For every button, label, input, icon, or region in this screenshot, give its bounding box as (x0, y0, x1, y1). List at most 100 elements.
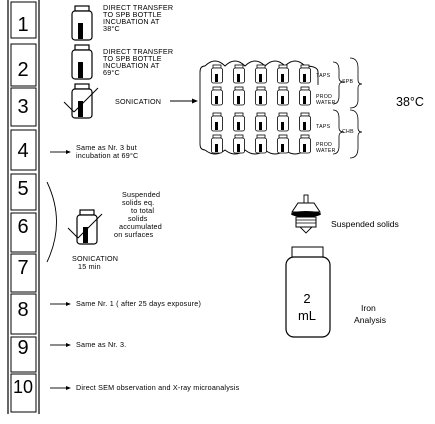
step-number: 6 (17, 216, 28, 238)
incubation-bottle-icon (233, 64, 245, 84)
step-number: 10 (13, 377, 33, 397)
incubation-bottle-grid (199, 60, 319, 155)
temperature-label: 38°C (396, 95, 424, 109)
step-box (10, 1, 37, 39)
svg-text:TO SPB BOTTLE: TO SPB BOTTLE (103, 10, 162, 19)
svg-text:69°C: 69°C (103, 68, 120, 77)
step-number: 8 (17, 299, 28, 321)
incubation-bottle-icon (233, 134, 245, 154)
step-4-arrow-icon (50, 150, 71, 154)
sonication-label: SONICATION (115, 97, 161, 106)
svg-text:INCUBATION AT: INCUBATION AT (103, 61, 160, 70)
step-number: 9 (17, 337, 28, 359)
svg-text:Iron: Iron (361, 303, 376, 313)
step-number: 3 (17, 96, 28, 118)
step-number: 7 (17, 257, 28, 279)
step-box (10, 253, 37, 293)
svg-text:solids: solids (128, 214, 148, 223)
svg-text:DIRECT TRANSFER: DIRECT TRANSFER (103, 47, 173, 56)
step-box (10, 129, 37, 171)
svg-text:accumulated: accumulated (119, 222, 162, 231)
step-box (10, 373, 37, 413)
step-8-note: Same Nr. 1 ( after 25 days exposure) (76, 299, 201, 308)
incubation-bottle-icon (277, 134, 289, 154)
step-box (10, 293, 37, 335)
svg-text:TAPS: TAPS (316, 124, 331, 130)
step-9-note: Same as Nr. 3. (76, 340, 126, 349)
sonication-15-label: SONICATION 15 min (72, 254, 118, 271)
svg-text:WATER: WATER (316, 100, 336, 106)
suspended-solids-note: Suspended solids eq. to total solids acc… (114, 190, 162, 239)
incubation-bottle-icon (233, 112, 245, 132)
grid-braces (332, 57, 363, 159)
svg-text:INCUBATION AT: INCUBATION AT (103, 17, 160, 26)
sample-bottle-icon (285, 246, 331, 338)
spb-bottle-icon (71, 44, 93, 80)
svg-text:38°C: 38°C (103, 24, 120, 33)
step-column (7, 0, 40, 414)
step-1-note: DIRECT TRANSFER TO SPB BOTTLE INCUBATION… (103, 3, 173, 33)
svg-text:Analysis: Analysis (354, 315, 386, 325)
group-bracket (46, 181, 57, 263)
svg-text:15 min: 15 min (78, 262, 101, 271)
step-8-arrow-icon (50, 302, 71, 306)
step-9-arrow-icon (50, 343, 71, 347)
svg-text:Suspended: Suspended (122, 190, 160, 199)
svg-text:incubation at 69°C: incubation at 69°C (76, 151, 138, 160)
step-box (10, 87, 37, 127)
svg-text:mL: mL (298, 308, 316, 323)
incubation-bottle-icon (255, 64, 267, 84)
spb-bottle-icon (71, 5, 93, 41)
incubation-bottle-icon (277, 112, 289, 132)
svg-text:solids eq.: solids eq. (122, 198, 154, 207)
svg-text:PROD: PROD (316, 142, 332, 148)
svg-text:TAPS: TAPS (316, 73, 331, 79)
sonication-15-bottle-icon (67, 209, 103, 245)
incubation-bottle-icon (255, 134, 267, 154)
svg-text:CHB: CHB (342, 129, 354, 135)
bottle-volume-label: 2 mL (298, 291, 316, 323)
svg-text:PROD: PROD (316, 94, 332, 100)
svg-text:WATER: WATER (316, 148, 336, 154)
step-box (10, 212, 37, 253)
step-box (10, 43, 37, 87)
step-numbers: 1 2 3 4 5 6 7 8 9 10 (13, 14, 33, 397)
svg-text:SONICATION: SONICATION (72, 254, 118, 263)
svg-text:to total: to total (131, 206, 154, 215)
svg-text:2: 2 (303, 291, 310, 306)
incubation-bottle-icon (233, 86, 245, 106)
incubation-bottle-icon (277, 64, 289, 84)
step-10-note: Direct SEM observation and X-ray microan… (76, 383, 240, 392)
incubation-bottle-icon (255, 86, 267, 106)
step-number: 4 (17, 140, 28, 162)
step-number: 2 (17, 59, 28, 81)
step-number: 1 (17, 14, 28, 36)
incubation-bottle-icon (299, 86, 311, 106)
incubation-bottle-icon (255, 112, 267, 132)
incubation-bottle-icon (299, 134, 311, 154)
incubation-bottle-icon (211, 64, 223, 84)
step-box (10, 173, 37, 211)
incubation-bottle-icon (299, 112, 311, 132)
incubation-bottle-icon (299, 64, 311, 84)
sonication-bottle-icon (63, 83, 99, 119)
step-4-note: Same as Nr. 3 but incubation at 69°C (76, 143, 138, 160)
svg-text:on surfaces: on surfaces (114, 230, 154, 239)
arrow-to-grid-icon (170, 98, 198, 104)
step-10-arrow-icon (50, 386, 71, 390)
step-2-note: DIRECT TRANSFER TO SPB BOTTLE INCUBATION… (103, 47, 173, 77)
step-box (10, 336, 37, 373)
svg-text:TO SPB BOTTLE: TO SPB BOTTLE (103, 54, 162, 63)
incubation-bottle-icon (277, 86, 289, 106)
iron-analysis-label: Iron Analysis (354, 303, 386, 325)
incubation-bottle-icon (211, 112, 223, 132)
suspended-solids-label: Suspended solids (331, 219, 399, 229)
incubation-bottle-icon (211, 86, 223, 106)
step-number: 5 (17, 178, 28, 200)
svg-text:SPB: SPB (342, 79, 354, 85)
incubation-bottle-icon (211, 134, 223, 154)
grid-labels: TAPS PROD WATER SPB TAPS PROD WATER CHB (316, 73, 354, 154)
filter-funnel-icon (291, 194, 321, 234)
